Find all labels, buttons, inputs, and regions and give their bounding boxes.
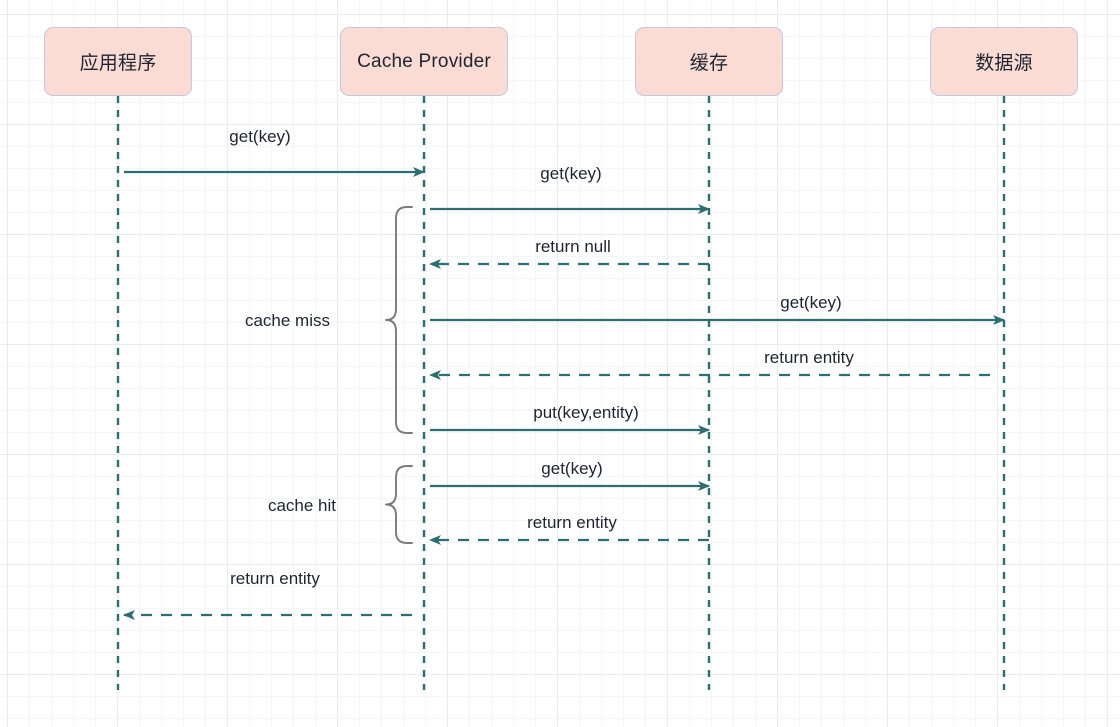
message-label-m5: return entity [764,348,854,367]
lifelines-group [116,96,1006,690]
actor-label-source: 数据源 [975,53,1033,74]
group-label-g2: cache hit [267,496,336,515]
brace-g1 [385,206,413,434]
actor-label-cache: 缓存 [689,53,729,74]
message-label-m2: get(key) [540,164,602,183]
message-label-m9: return entity [230,569,320,588]
brace-g2 [385,465,413,544]
actor-box-app[interactable]: 应用程序 [44,27,192,96]
actor-box-provider[interactable]: Cache Provider [340,27,508,96]
group-label-g1: cache miss [244,311,330,330]
message-label-m6: put(key,entity) [533,403,639,422]
message-label-m3: return null [535,237,611,256]
message-arrows-group [123,167,1005,620]
group-braces [385,206,413,544]
actor-box-source[interactable]: 数据源 [930,27,1078,96]
actor-label-app: 应用程序 [79,53,157,74]
actor-label-provider: Cache Provider [357,50,491,72]
message-label-m8: return entity [527,513,617,532]
message-label-m1: get(key) [229,127,291,146]
actor-box-cache[interactable]: 缓存 [635,27,783,96]
message-label-m4: get(key) [780,293,842,312]
message-label-m7: get(key) [541,459,603,478]
